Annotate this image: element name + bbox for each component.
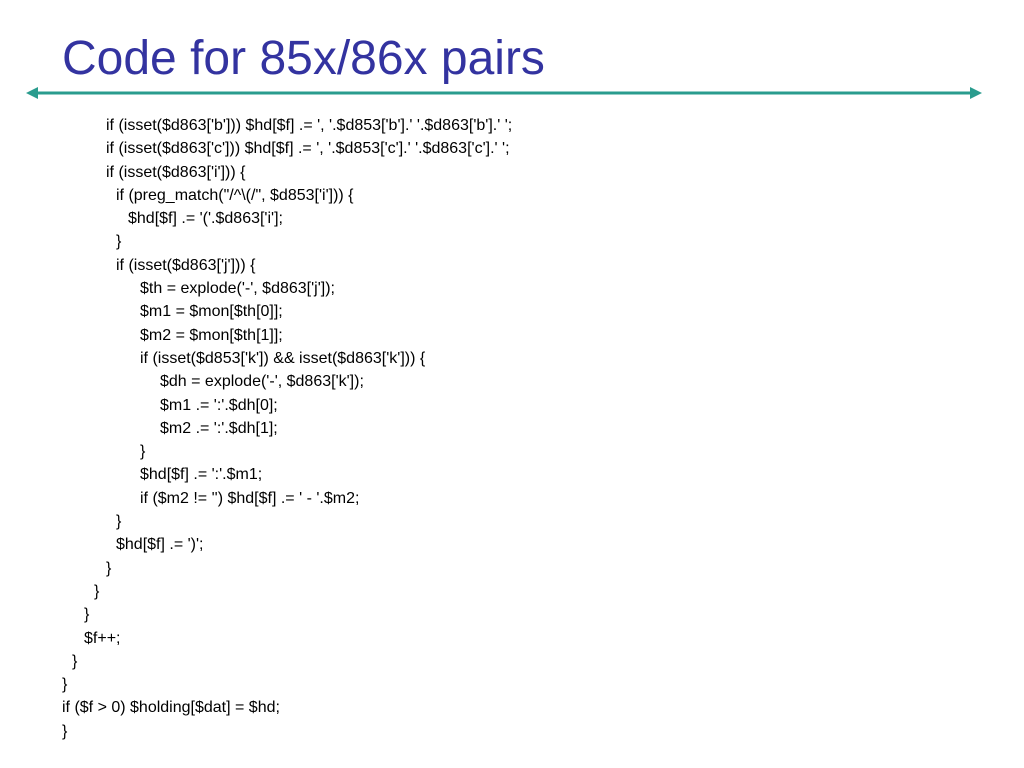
code-block: if (isset($d863['b'])) $hd[$f] .= ', '.$…: [0, 114, 512, 743]
code-line: $th = explode('-', $d863['j']);: [140, 280, 335, 298]
slide-title: Code for 85x/86x pairs: [62, 32, 545, 85]
code-line: if (preg_match("/^\(/", $d853['i'])) {: [116, 186, 354, 204]
divider-arrow-right-icon: [970, 87, 982, 99]
code-line: }: [106, 559, 112, 577]
code-line: if (isset($d863['b'])) $hd[$f] .= ', '.$…: [106, 117, 513, 134]
code-line: }: [84, 606, 90, 624]
code-line: if ($f > 0) $holding[$dat] = $hd;: [62, 699, 280, 717]
code-line: }: [72, 652, 78, 670]
code-line: $m2 = $mon[$th[1]];: [140, 326, 283, 344]
code-line: $hd[$f] .= ')';: [116, 536, 204, 554]
code-line: if (isset($d863['j'])) {: [116, 256, 256, 274]
code-line: }: [62, 722, 68, 740]
code-line: if (isset($d863['i'])) {: [106, 163, 246, 181]
code-line: }: [94, 582, 100, 600]
title-divider: [26, 87, 982, 99]
code-line: $m1 = $mon[$th[0]];: [140, 303, 283, 321]
code-line: if (isset($d853['k']) && isset($d863['k'…: [140, 349, 426, 367]
code-line: $hd[$f] .= ':'.$m1;: [140, 466, 263, 484]
code-line: $hd[$f] .= '('.$d863['i'];: [128, 210, 283, 228]
code-line: $dh = explode('-', $d863['k']);: [160, 373, 364, 391]
code-line: if ($m2 != '') $hd[$f] .= ' - '.$m2;: [140, 489, 360, 507]
code-line: }: [62, 676, 68, 694]
code-line: if (isset($d863['c'])) $hd[$f] .= ', '.$…: [106, 140, 510, 158]
code-line: }: [140, 443, 146, 461]
code-line: $m1 .= ':'.$dh[0];: [160, 396, 278, 414]
code-line: }: [116, 233, 122, 251]
code-line: }: [116, 513, 122, 531]
divider-arrow-left-icon: [26, 87, 38, 99]
code-line: $m2 .= ':'.$dh[1];: [160, 419, 278, 437]
code-line: $f++;: [84, 629, 121, 647]
